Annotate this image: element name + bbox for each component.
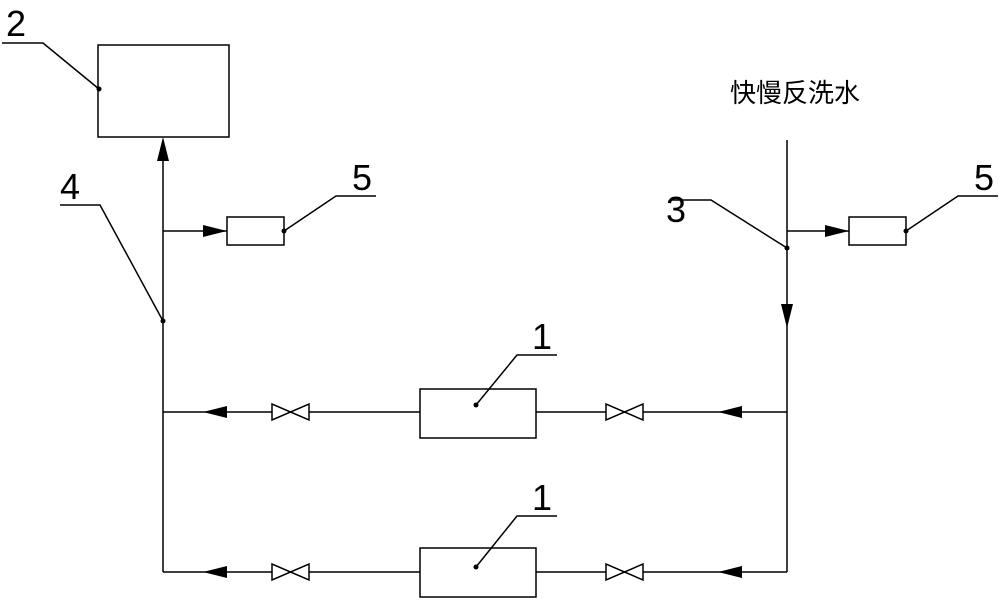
label-1-lower: 1: [532, 477, 552, 518]
upper-left-valve: [271, 402, 310, 422]
label-3: 3: [666, 189, 686, 230]
leader-line-1-upper: [475, 354, 557, 406]
down-arrow-right-pipe: [781, 304, 793, 328]
leader-line-5-right: [905, 195, 998, 232]
leader-dot-1-lower: [473, 564, 479, 570]
upper-right-arrow: [718, 406, 742, 418]
leader-dot-3: [784, 245, 790, 251]
upper-right-valve: [605, 402, 644, 422]
caption-backwash-water: 快慢反洗水: [730, 79, 860, 109]
label-4: 4: [60, 166, 80, 207]
label-1-upper: 1: [532, 316, 552, 357]
leader-dot-4: [160, 318, 166, 324]
leader-line-2: [2, 42, 100, 90]
leader-line-5-left: [283, 195, 376, 232]
component-1-upper-box: [419, 388, 537, 439]
leader-dot-2: [96, 86, 102, 92]
label-5-right: 5: [974, 157, 994, 198]
component-2-box: [97, 44, 230, 138]
right-arrow-left-branch: [203, 225, 227, 237]
lower-right-valve: [605, 562, 644, 582]
leader-dot-1-upper: [473, 402, 479, 408]
leader-line-1-lower: [475, 515, 557, 568]
up-arrow-into-box-2: [157, 137, 169, 161]
component-1-lower-box: [419, 547, 537, 598]
component-5-right-box: [848, 216, 907, 246]
upper-left-arrow: [203, 406, 227, 418]
leader-dot-5-left: [281, 228, 287, 234]
label-5-left: 5: [352, 157, 372, 198]
label-2: 2: [6, 3, 26, 44]
leader-line-3: [671, 199, 788, 249]
leader-dot-5-right: [903, 228, 909, 234]
lower-left-valve: [271, 562, 310, 582]
right-arrow-right-branch: [825, 225, 849, 237]
component-5-left-box: [226, 216, 285, 246]
leader-line-4: [60, 204, 164, 322]
lower-left-arrow: [203, 566, 227, 578]
lower-right-arrow: [718, 566, 742, 578]
